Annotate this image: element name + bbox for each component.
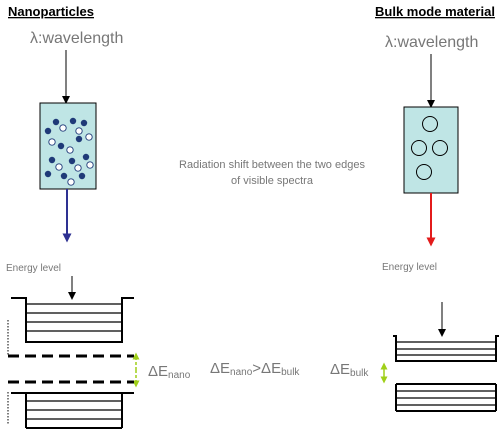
- particle-light: [67, 178, 75, 186]
- delta-e-nano-symbol: ΔE: [148, 363, 168, 380]
- particle-dark: [80, 119, 88, 127]
- particle-light: [66, 146, 74, 154]
- delta-e-nano-subscript: nano: [168, 370, 191, 381]
- cmp-operator: >: [252, 360, 261, 377]
- nanoparticle-dots: [44, 117, 94, 186]
- particle-dark: [48, 156, 56, 164]
- nanoparticles-title: Nanoparticles: [8, 4, 94, 19]
- bulk-wavelength-label: λ:wavelength: [385, 34, 478, 51]
- particle-dark: [60, 172, 68, 180]
- bulk-lower-well: [395, 383, 497, 412]
- particle-light: [59, 124, 67, 132]
- delta-e-bulk-subscript: bulk: [350, 368, 369, 379]
- particle-dark: [44, 170, 52, 178]
- particle-dark: [68, 157, 76, 165]
- particle-dark: [78, 172, 86, 180]
- radiation-shift-line2: of visible spectra: [231, 175, 314, 187]
- bulk-energy-level-label: Energy level: [382, 262, 437, 273]
- nano-lower-well: [7, 392, 134, 429]
- bulk-particle: [411, 140, 427, 156]
- delta-e-nano-label: ΔEnano: [148, 363, 191, 381]
- radiation-shift-line1: Radiation shift between the two edges: [179, 159, 365, 171]
- bulk-particles: [411, 116, 448, 180]
- particle-light: [48, 138, 56, 146]
- particle-light: [75, 127, 83, 135]
- bulk-title: Bulk mode material: [375, 4, 495, 19]
- nano-upper-well: [7, 297, 134, 355]
- cmp-delta-symbol-2: ΔE: [261, 360, 281, 377]
- particle-light: [74, 164, 82, 172]
- nano-energy-level-label: Energy level: [6, 263, 61, 274]
- bulk-particle: [422, 116, 438, 132]
- bulk-upper-well: [393, 335, 499, 362]
- particle-dark: [44, 127, 52, 135]
- delta-e-bulk-label: ΔEbulk: [330, 361, 369, 379]
- energy-comparison: ΔEnano>ΔEbulk: [210, 360, 300, 378]
- delta-e-bulk-symbol: ΔE: [330, 361, 350, 378]
- particle-dark: [69, 117, 77, 125]
- particle-dark: [82, 153, 90, 161]
- bulk-particle: [432, 140, 448, 156]
- particle-light: [85, 133, 93, 141]
- bulk-sample-box: [403, 106, 459, 194]
- particle-dark: [75, 135, 83, 143]
- cmp-subscript-bulk: bulk: [281, 367, 300, 378]
- particle-dark: [52, 118, 60, 126]
- particle-light: [86, 161, 94, 169]
- bulk-particle: [416, 164, 432, 180]
- nano-wavelength-label: λ:wavelength: [30, 30, 123, 47]
- particle-dark: [57, 142, 65, 150]
- cmp-subscript-nano: nano: [230, 367, 253, 378]
- particle-light: [55, 163, 63, 171]
- cmp-delta-symbol-1: ΔE: [210, 360, 230, 377]
